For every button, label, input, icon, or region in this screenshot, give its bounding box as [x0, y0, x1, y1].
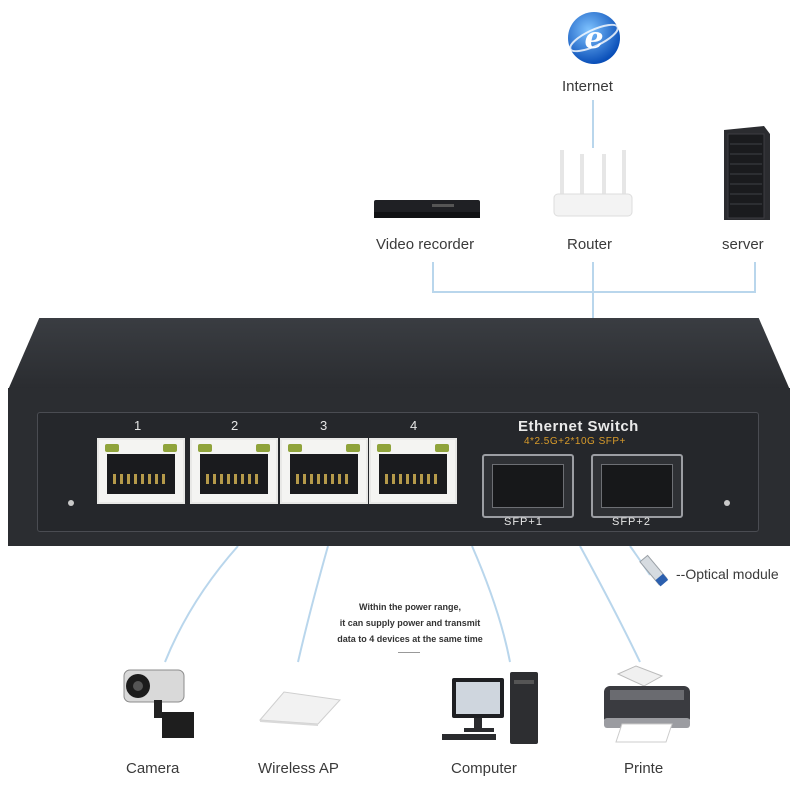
switch-top-panel: [8, 318, 790, 390]
printer-line: [579, 545, 641, 663]
switch-subtitle: 4*2.5G+2*10G SFP+: [524, 436, 626, 447]
power-note-line-3: data to 4 devices at the same time: [337, 634, 483, 644]
rj45-port-1[interactable]: [97, 438, 185, 504]
wireless-ap-icon: [258, 691, 342, 726]
svg-text:e: e: [584, 21, 603, 56]
rj45-port-4[interactable]: [369, 438, 457, 504]
optical-module-label: --Optical module: [676, 566, 779, 582]
port-number-1: 1: [134, 418, 142, 433]
wireless-ap-line: [297, 545, 329, 663]
sfp-port-1[interactable]: [482, 454, 574, 518]
camera-icon: [123, 669, 194, 738]
power-note-line-1: Within the power range,: [359, 602, 461, 612]
video-recorder-icon: [374, 200, 480, 218]
left-screw: [68, 500, 74, 506]
server-label: server: [722, 236, 764, 253]
power-note-line-2: it can supply power and transmit: [339, 618, 481, 628]
printer-icon: [604, 665, 690, 743]
rj45-port-3[interactable]: [280, 438, 368, 504]
computer-line: [471, 545, 511, 663]
rj45-port-2[interactable]: [190, 438, 278, 504]
internet-globe-icon: e: [568, 12, 620, 64]
port-number-2: 2: [231, 418, 239, 433]
router-label: Router: [567, 236, 613, 253]
router-icon: [553, 150, 633, 217]
sfp-label-2: SFP+2: [612, 516, 651, 528]
printer-label: Printe: [624, 760, 664, 777]
computer-icon: [442, 672, 538, 744]
video-recorder-label: Video recorder: [376, 236, 475, 253]
port-number-3: 3: [320, 418, 328, 433]
wireless-ap-label: Wireless AP: [258, 760, 339, 777]
server-icon: [724, 126, 770, 220]
port-number-4: 4: [410, 418, 418, 433]
power-note-divider: [398, 652, 420, 653]
sfp-label-1: SFP+1: [504, 516, 543, 528]
optical-module-icon: [639, 554, 669, 587]
camera-line: [164, 545, 239, 663]
camera-label: Camera: [126, 760, 180, 777]
sfp-port-2[interactable]: [591, 454, 683, 518]
internet-label: Internet: [562, 78, 613, 95]
right-screw: [724, 500, 730, 506]
switch-title: Ethernet Switch: [518, 418, 639, 435]
computer-label: Computer: [451, 760, 517, 777]
